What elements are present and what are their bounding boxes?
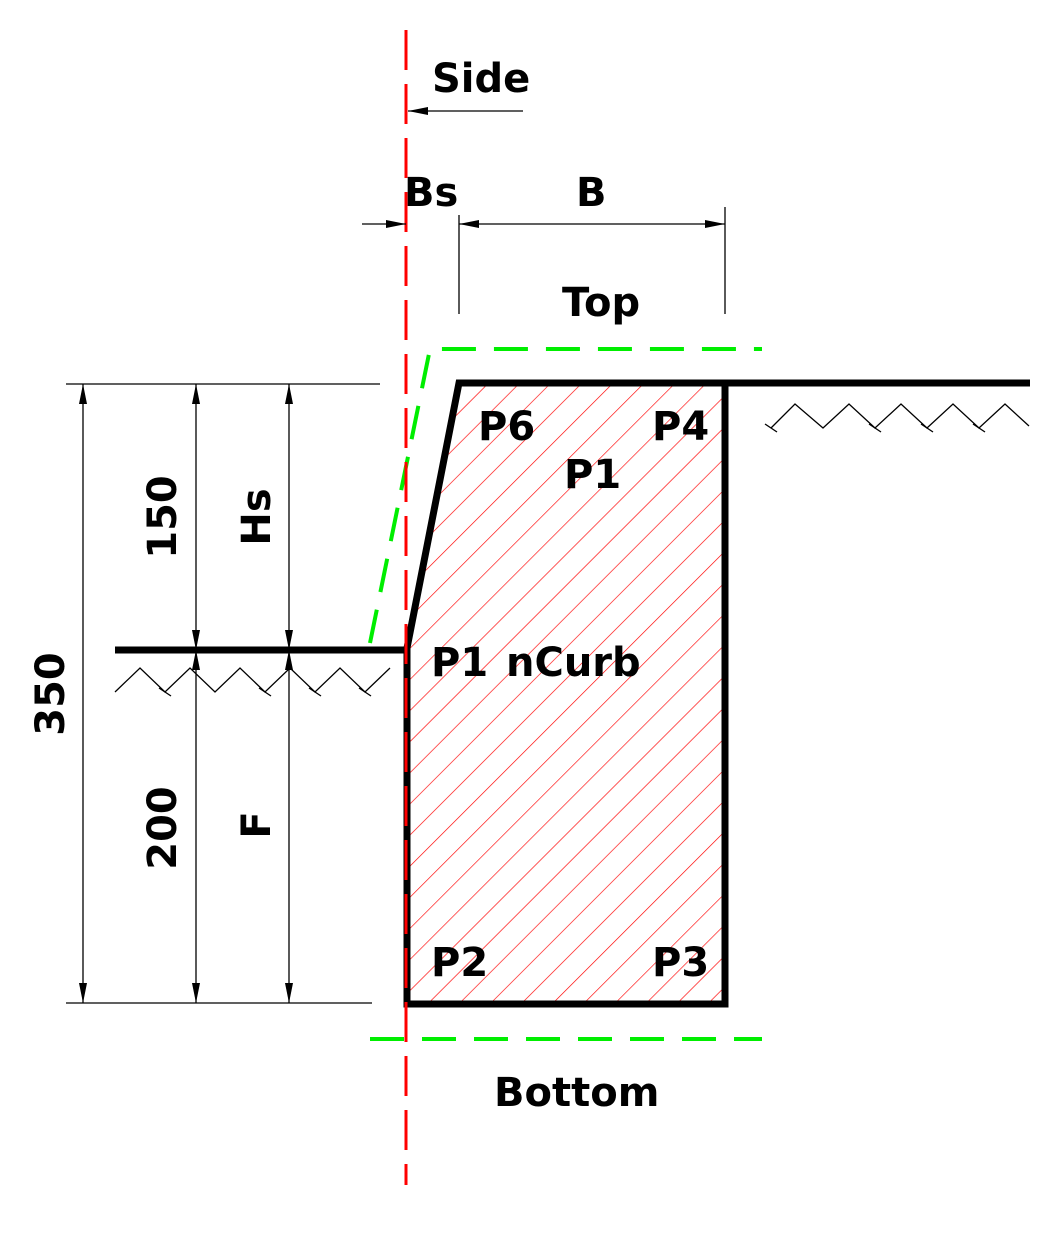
- curb-section-outline: [403, 379, 729, 1008]
- ncurb-label: nCurb: [506, 640, 641, 686]
- point-p4-label: P4: [652, 404, 709, 450]
- bottom-label: Bottom: [494, 1070, 659, 1116]
- upper-height-dimension: 150: [140, 475, 186, 559]
- point-p1-label: P1: [431, 640, 488, 686]
- top-offset-line: [368, 347, 762, 644]
- b-label: B: [576, 170, 607, 216]
- side-label: Side: [432, 56, 530, 102]
- hs-label: Hs: [234, 488, 280, 545]
- f-label: F: [234, 811, 280, 838]
- ground-hatch-left: [114, 667, 391, 697]
- ground-hatch-right: [764, 403, 1030, 433]
- lower-height-dimension: 200: [140, 786, 186, 870]
- top-label: Top: [562, 280, 640, 326]
- point-p6-label: P6: [478, 404, 535, 450]
- point-p2-label: P2: [431, 940, 488, 986]
- bs-label: Bs: [404, 170, 458, 216]
- total-height-dimension: 350: [28, 652, 74, 736]
- region-p1-label: P1: [564, 452, 621, 498]
- point-p3-label: P3: [652, 940, 709, 986]
- vertical-dimensions: [66, 383, 380, 1004]
- horizontal-dimensions: [362, 207, 726, 314]
- curb-section-fill: [407, 383, 725, 1004]
